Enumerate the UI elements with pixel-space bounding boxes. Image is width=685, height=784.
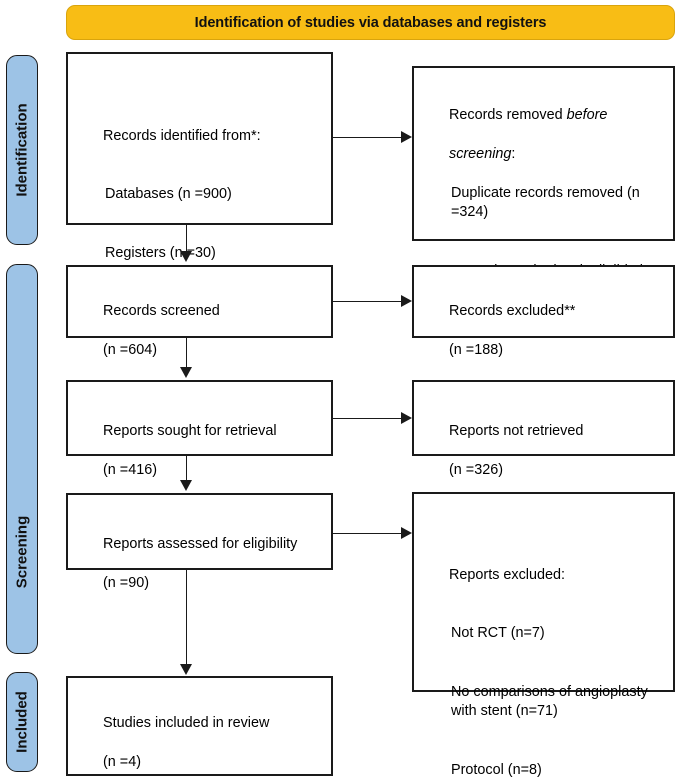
box-reports-excluded-text: Reports excluded: Not RCT (n=7) No compa… [425,546,667,784]
arrowhead-identified-to-removed [401,131,412,143]
arrowhead-screened-to-sought [180,367,192,378]
reports-not-retrieved-line2: (n =326) [449,461,504,478]
reports-excluded-line1: Reports excluded: [449,566,565,583]
records-identified-databases: Databases (n =900) [105,186,232,202]
stage-bar-included: Included [6,672,38,772]
reports-assessed-line1: Reports assessed for eligibility [103,535,298,552]
reports-not-retrieved-line1: Reports not retrieved [449,422,584,439]
box-records-excluded: Records excluded** (n =188) [412,265,675,358]
records-identified-registers: Registers (n =30) [105,244,216,261]
studies-included-line1: Studies included in review [103,714,270,731]
connector-screened-to-excluded [333,301,404,302]
box-reports-assessed: Reports assessed for eligibility (n =90) [66,493,333,591]
box-studies-included: Studies included in review (n =4) Report… [66,676,333,776]
connector-sought-to-not-retrieved [333,418,404,419]
connector-assessed-to-included [186,570,187,666]
arrowhead-screened-to-excluded [401,295,412,307]
connector-identified-to-screened [186,225,187,253]
records-removed-line2-plain: : [511,145,516,162]
box-reports-excluded: Reports excluded: Not RCT (n=7) No compa… [412,492,675,778]
records-removed-line1-plain: Records removed [449,106,567,123]
box-studies-included-text: Studies included in review (n =4) Report… [79,694,325,784]
records-screened-line2: (n =604) [103,341,158,358]
box-reports-not-retrieved: Reports not retrieved (n =326) [412,380,675,478]
box-reports-assessed-text: Reports assessed for eligibility (n =90) [79,515,325,613]
reports-assessed-line2: (n =90) [103,574,149,591]
box-reports-sought: Reports sought for retrieval (n =416) [66,380,333,478]
arrowhead-assessed-to-excluded [401,527,412,539]
connector-sought-to-assessed [186,456,187,482]
stage-label-screening: Screening [13,515,31,589]
box-records-screened-text: Records screened (n =604) [79,282,325,380]
reports-excluded-no-comparisons: No comparisons of angioplasty with stent… [451,683,652,720]
records-screened-line1: Records screened [103,302,220,319]
arrowhead-sought-to-not-retrieved [401,412,412,424]
box-records-identified: Records identified from*: Databases (n =… [66,52,333,261]
reports-sought-line1: Reports sought for retrieval [103,422,277,439]
reports-sought-line2: (n =416) [103,461,158,478]
arrowhead-assessed-to-included [180,664,192,675]
stage-bar-screening: Screening [6,264,38,654]
box-reports-not-retrieved-text: Reports not retrieved (n =326) [425,402,667,500]
stage-label-included: Included [13,691,31,753]
diagram-title-banner: Identification of studies via databases … [66,5,675,40]
reports-excluded-not-rct: Not RCT (n=7) [451,625,545,641]
box-records-removed-before-screening: Records removed before screening: Duplic… [412,66,675,298]
diagram-title: Identification of studies via databases … [194,14,547,31]
reports-excluded-protocol: Protocol (n=8) [451,761,542,778]
records-removed-line1-italic: before [566,106,608,123]
box-reports-sought-text: Reports sought for retrieval (n =416) [79,402,325,500]
box-records-screened: Records screened (n =604) [66,265,333,358]
stage-label-identification: Identification [13,103,31,197]
connector-screened-to-sought [186,338,187,369]
records-identified-line1: Records identified from*: [103,127,261,144]
records-removed-duplicates: Duplicate records removed (n =324) [451,184,644,221]
stage-bar-identification: Identification [6,55,38,245]
records-excluded-line2: (n =188) [449,341,504,358]
connector-assessed-to-excluded [333,533,404,534]
box-records-excluded-text: Records excluded** (n =188) [425,282,667,380]
records-removed-line2-italic: screening [449,145,512,162]
box-records-identified-text: Records identified from*: Databases (n =… [79,107,325,302]
arrowhead-sought-to-assessed [180,480,192,491]
connector-identified-to-removed [333,137,404,138]
arrowhead-identified-to-screened [180,251,192,262]
studies-included-line2: (n =4) [103,753,141,770]
records-excluded-line1: Records excluded** [449,302,576,319]
